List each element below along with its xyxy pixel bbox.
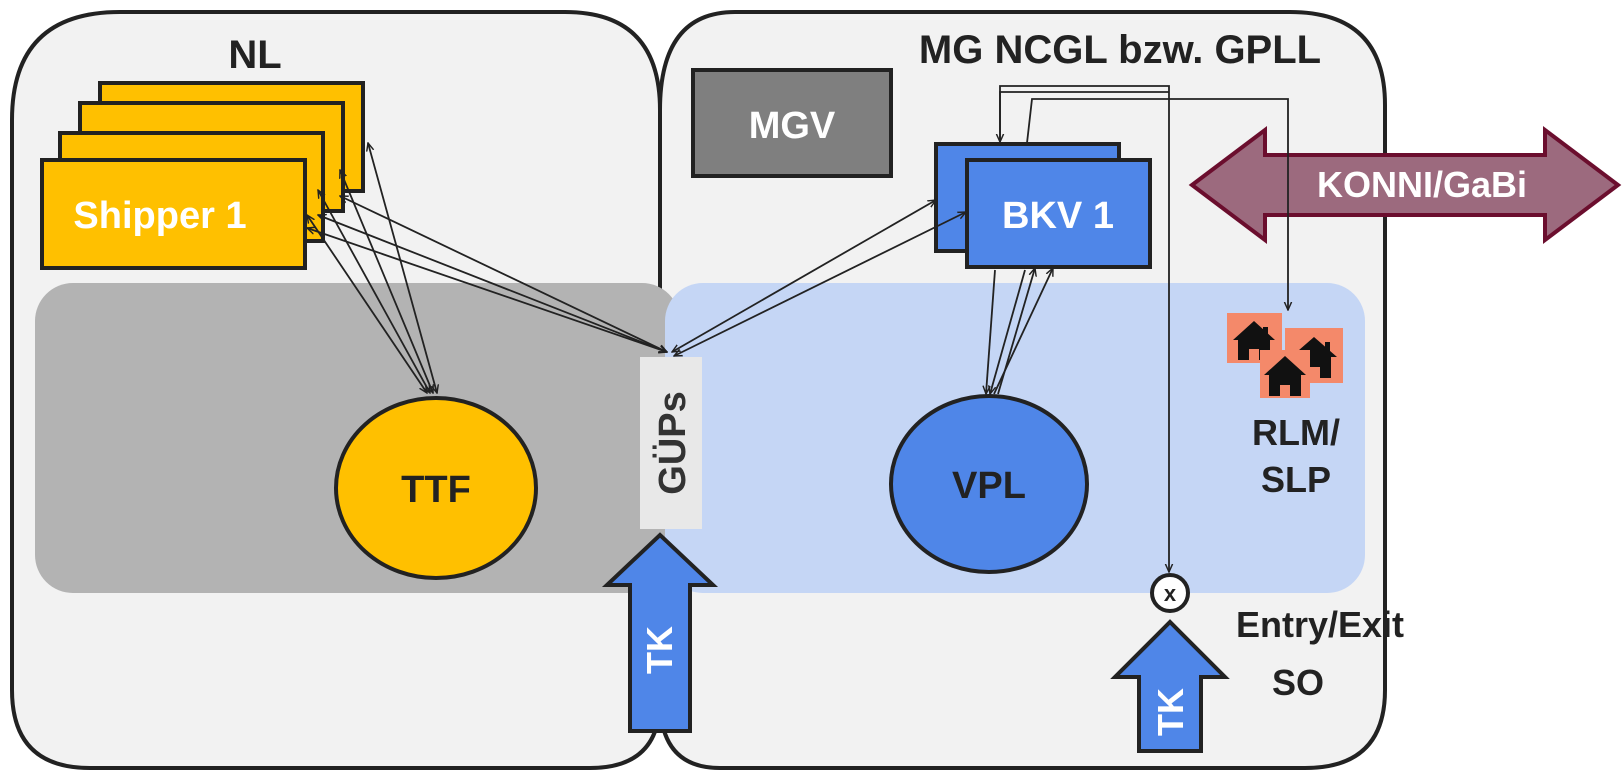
connectors: [307, 85, 1288, 572]
ttf-label: TTF: [401, 469, 471, 511]
gueps-label: GÜPs: [651, 391, 694, 494]
so-label: SO: [1272, 662, 1324, 703]
shipper-card-1: [40, 158, 307, 270]
bkv-label: BKV 1: [1002, 195, 1114, 237]
mgv-box: [691, 68, 893, 178]
gueps-strip: [640, 357, 702, 529]
junction-label: x: [1164, 581, 1177, 606]
connector-gueps-bkv: [674, 211, 966, 357]
entry-exit-label: Entry/Exit: [1236, 604, 1404, 645]
tk-left-arrow: [601, 532, 719, 733]
mgv-label: MGV: [749, 105, 836, 147]
connector-bkv-loop: [1000, 91, 1169, 142]
mg-title: MG NCGL bzw. GPLL: [919, 28, 1321, 72]
ttf-node: [334, 396, 538, 580]
connector-bkv-vpl: [990, 269, 1026, 394]
connector-bkv-vpl: [986, 269, 996, 394]
shipper-label: Shipper 1: [73, 195, 246, 237]
connector-bkv-rlm: [1026, 98, 1288, 310]
junction-node: [1150, 573, 1190, 613]
house-icon: [1260, 350, 1310, 398]
nl-title: NL: [228, 33, 281, 77]
bkv-stack: BKV 1: [934, 142, 1152, 269]
vpl-node: [889, 394, 1089, 574]
shipper-stack: Shipper 1: [40, 81, 365, 270]
connector-bkv-vpl: [997, 268, 1035, 395]
tk-right-arrow: [1110, 619, 1230, 753]
rlm-label-line2: SLP: [1261, 459, 1331, 500]
vpl-label: VPL: [952, 465, 1026, 507]
tk-left-label: TK: [639, 626, 680, 674]
konni-gabi-arrow: [1188, 125, 1622, 245]
rlm-label-line1: RLM/: [1252, 412, 1340, 453]
konni-gabi-label: KONNI/GaBi: [1317, 164, 1527, 205]
tk-right-label: TK: [1150, 688, 1191, 736]
connector-shipper-gueps: [307, 228, 667, 352]
